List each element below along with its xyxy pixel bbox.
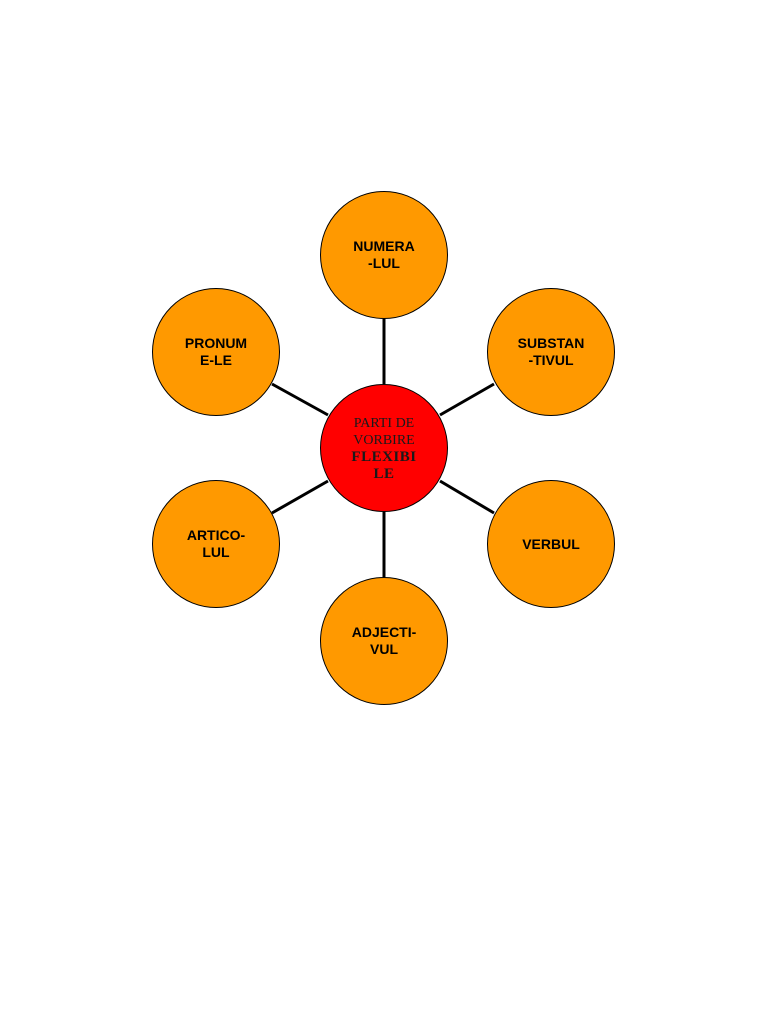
connector-substantivul [439,382,495,417]
node-numeralul-line1: NUMERA [353,238,415,254]
node-numeralul: NUMERA -LUL [320,191,448,319]
node-substantivul-line1: SUBSTAN [517,335,585,351]
center-line-3: FLEXIBI [351,449,417,465]
connector-articolul [271,479,329,515]
node-pronumele-line1: PRONUM [184,335,248,351]
node-verbul: VERBUL [487,480,615,608]
center-line-1: PARTI DE [353,416,415,431]
connector-verbul [439,479,495,515]
node-adjectivul-line2: VUL [370,641,398,657]
connector-pronumele [271,382,329,417]
node-articolul: ARTICO- LUL [152,480,280,608]
node-numeralul-line2: -LUL [368,255,400,271]
node-adjectivul-line1: ADJECTI- [351,624,417,640]
node-substantivul: SUBSTAN -TIVUL [487,288,615,416]
center-line-2: VORBIRE [353,433,415,448]
node-pronumele-line2: E-LE [200,352,232,368]
node-articolul-line1: ARTICO- [186,527,246,543]
center-line-4: LE [373,466,395,482]
center-node: PARTI DE VORBIRE FLEXIBI LE [320,384,448,512]
node-adjectivul: ADJECTI- VUL [320,577,448,705]
node-verbul-line1: VERBUL [522,535,580,552]
node-articolul-line2: LUL [202,544,230,560]
node-substantivul-line2: -TIVUL [528,352,574,368]
node-pronumele: PRONUM E-LE [152,288,280,416]
